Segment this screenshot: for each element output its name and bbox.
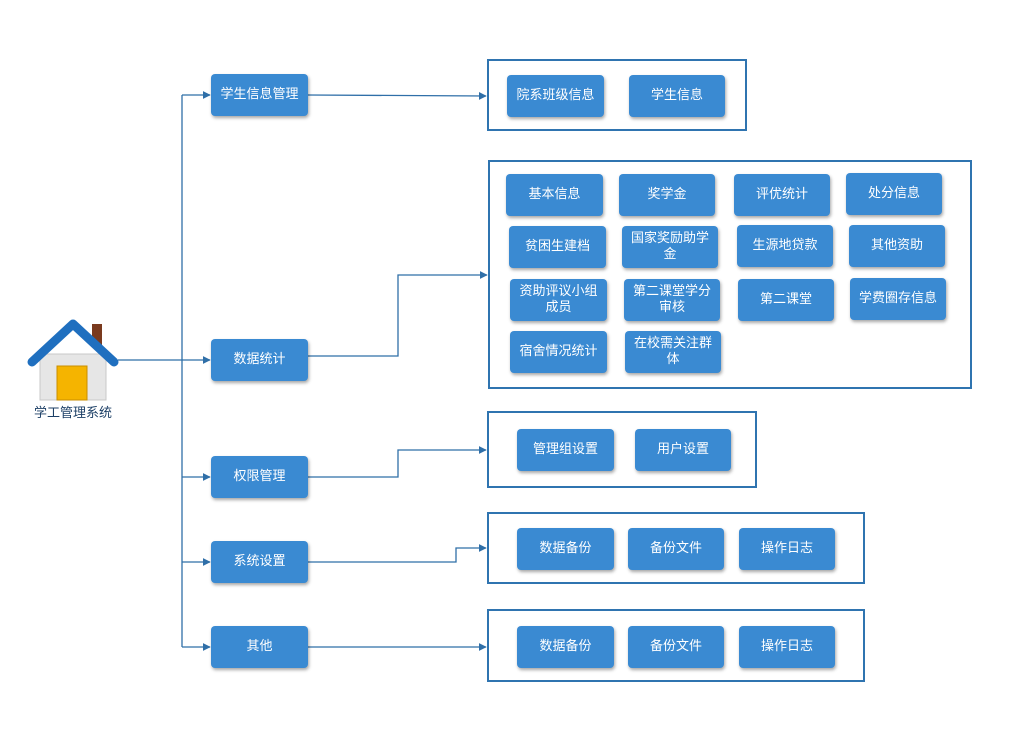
module-permission[interactable]: 权限管理 <box>211 456 308 498</box>
child-second-class[interactable]: 第二课堂 <box>738 279 834 321</box>
child-disciplinary-info[interactable]: 处分信息 <box>846 173 942 215</box>
child-dept-class-info[interactable]: 院系班级信息 <box>507 75 604 117</box>
child-second-class-audit[interactable]: 第二课堂学分审核 <box>624 279 720 321</box>
house-icon <box>26 318 120 404</box>
child-student-info[interactable]: 学生信息 <box>629 75 725 117</box>
module-student-info[interactable]: 学生信息管理 <box>211 74 308 116</box>
child-tuition-info[interactable]: 学费圈存信息 <box>850 278 946 320</box>
child-basic-info[interactable]: 基本信息 <box>506 174 603 216</box>
child-data-backup-other[interactable]: 数据备份 <box>517 626 614 668</box>
module-data-statistics[interactable]: 数据统计 <box>211 339 308 381</box>
child-data-backup[interactable]: 数据备份 <box>517 528 614 570</box>
child-student-loan[interactable]: 生源地贷款 <box>737 225 833 267</box>
child-user-settings[interactable]: 用户设置 <box>635 429 731 471</box>
child-poor-student-files[interactable]: 贫困生建档 <box>509 226 606 268</box>
child-backup-files[interactable]: 备份文件 <box>628 528 724 570</box>
child-backup-files-other[interactable]: 备份文件 <box>628 626 724 668</box>
child-dorm-stats[interactable]: 宿舍情况统计 <box>510 331 607 373</box>
child-operation-log[interactable]: 操作日志 <box>739 528 835 570</box>
module-system-settings[interactable]: 系统设置 <box>211 541 308 583</box>
child-scholarship[interactable]: 奖学金 <box>619 174 715 216</box>
child-attention-group[interactable]: 在校需关注群体 <box>625 331 721 373</box>
module-other[interactable]: 其他 <box>211 626 308 668</box>
child-aid-committee[interactable]: 资助评议小组成员 <box>510 279 607 321</box>
child-evaluation-stats[interactable]: 评优统计 <box>734 174 830 216</box>
child-operation-log-other[interactable]: 操作日志 <box>739 626 835 668</box>
child-national-grant[interactable]: 国家奖励助学金 <box>622 226 718 268</box>
child-admin-group-settings[interactable]: 管理组设置 <box>517 429 614 471</box>
root-label: 学工管理系统 <box>33 406 112 421</box>
child-other-aid[interactable]: 其他资助 <box>849 225 945 267</box>
